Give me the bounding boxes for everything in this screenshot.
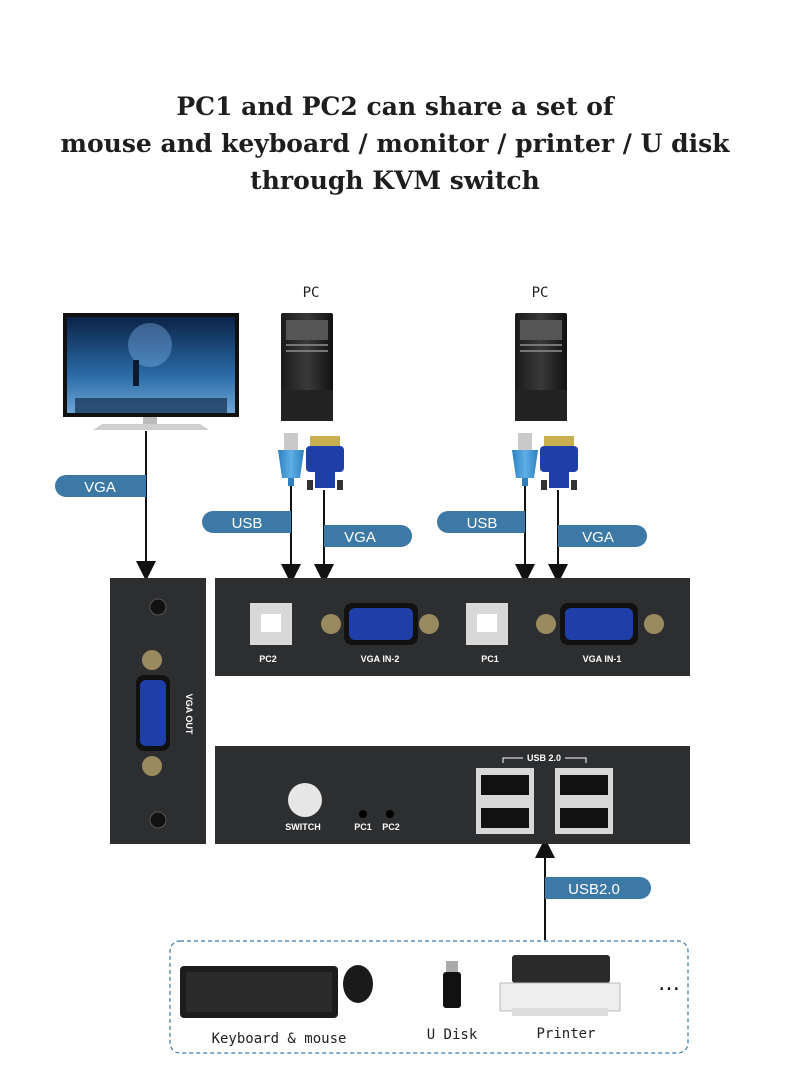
- pc1-usb-connector-icon: [512, 433, 538, 486]
- svg-text:USB: USB: [467, 515, 498, 532]
- title-line-2: mouse and keyboard / monitor / printer /…: [60, 129, 730, 158]
- pc2-vga-pill: VGA: [324, 525, 412, 547]
- svg-text:USB: USB: [232, 515, 263, 532]
- u-disk-icon: [443, 961, 461, 1008]
- usb-a-ports-icon: [476, 768, 613, 834]
- switch-button-icon: [288, 783, 322, 817]
- more-devices-ellipsis: …: [658, 971, 680, 996]
- svg-text:VGA: VGA: [582, 529, 614, 546]
- monitor-vga-pill: VGA: [55, 475, 146, 497]
- vga-out-label: VGA OUT: [184, 694, 194, 735]
- title-line-3: through KVM switch: [250, 166, 540, 195]
- keyboard-mouse-label: Keyboard & mouse: [212, 1031, 347, 1047]
- port-vga-in-1-label: VGA IN-1: [583, 654, 622, 664]
- pc2-label: PC: [303, 285, 320, 301]
- title-line-1: PC1 and PC2 can share a set of: [176, 92, 614, 121]
- diagram-title: PC1 and PC2 can share a set of mouse and…: [0, 88, 790, 199]
- pc1-tower-icon: PC: [515, 285, 567, 421]
- svg-text:VGA: VGA: [344, 529, 376, 546]
- kvm-usb-panel: SWITCH PC1 PC2 USB 2.0: [215, 746, 690, 844]
- u-disk-label: U Disk: [427, 1027, 478, 1043]
- usb-header-label: USB 2.0: [527, 753, 561, 763]
- port-vga-in-2-label: VGA IN-2: [361, 654, 400, 664]
- pc2-tower-icon: PC: [281, 285, 333, 421]
- kvm-input-panel: PC2 VGA IN-2 PC1 VGA IN-1: [215, 578, 690, 676]
- switch-label: SWITCH: [285, 822, 321, 832]
- peripherals-box: [169, 940, 689, 1054]
- usb-hub-pill: USB2.0: [545, 877, 651, 899]
- port-pc2-label: PC2: [259, 654, 277, 664]
- pc1-vga-connector-icon: [540, 436, 578, 490]
- svg-text:USB2.0: USB2.0: [568, 881, 620, 898]
- svg-text:VGA: VGA: [84, 479, 116, 496]
- kvm-vga-out-panel: VGA OUT: [110, 578, 206, 844]
- led-pc1-label: PC1: [354, 822, 372, 832]
- printer-icon: [499, 955, 621, 1016]
- monitor-icon: [63, 313, 239, 430]
- pc1-usb-pill: USB: [437, 511, 525, 533]
- keyboard-icon: [180, 966, 338, 1018]
- vga-out-port-icon: [140, 680, 166, 746]
- pc2-vga-connector-icon: [306, 436, 344, 490]
- pc2-usb-pill: USB: [202, 511, 291, 533]
- port-pc1-label: PC1: [481, 654, 499, 664]
- led-pc2-label: PC2: [382, 822, 400, 832]
- vga-in-2-port-icon: [349, 608, 413, 640]
- mouse-icon: [343, 965, 373, 1003]
- vga-in-1-port-icon: [565, 608, 633, 640]
- pc1-vga-pill: VGA: [558, 525, 647, 547]
- pc2-usb-connector-icon: [278, 433, 304, 486]
- pc1-label: PC: [532, 285, 549, 301]
- printer-label: Printer: [536, 1026, 595, 1042]
